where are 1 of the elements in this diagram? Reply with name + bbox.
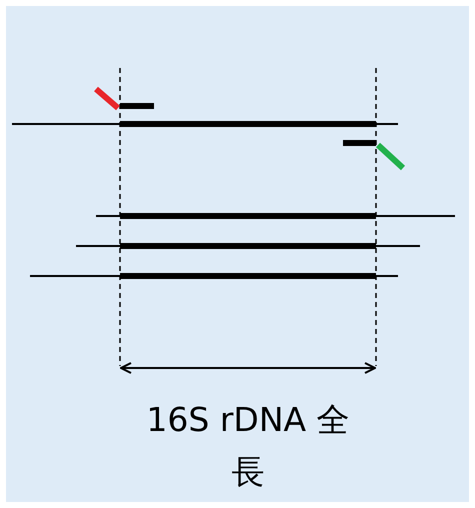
length-label: 16S rDNA 全長 bbox=[145, 399, 351, 493]
